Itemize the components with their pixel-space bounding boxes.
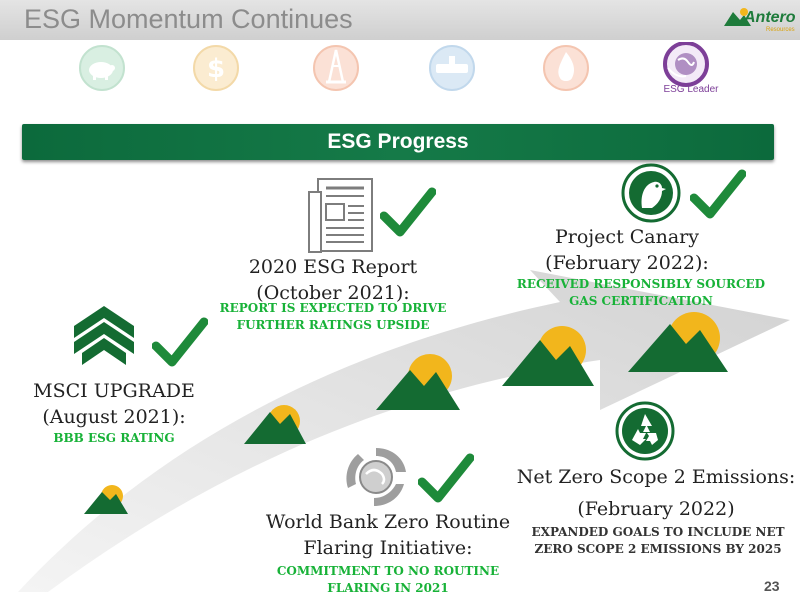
recycle-icon <box>615 401 675 461</box>
esg-report-title: 2020 ESG Report (October 2021): <box>230 254 436 306</box>
page-title: ESG Momentum Continues <box>24 4 353 34</box>
oil-rig-icon <box>313 45 359 91</box>
chevron-arrows-icon <box>74 306 134 365</box>
progress-arrow-graphic <box>18 270 790 592</box>
canary-title-line1: Project Canary <box>554 226 699 248</box>
pipeline-icon <box>429 45 475 91</box>
esg-report-detail-line1: REPORT IS EXPECTED TO DRIVE <box>219 301 447 315</box>
net-zero-detail-line2: ZERO SCOPE 2 EMISSIONS BY 2025 <box>534 542 782 556</box>
world-bank-detail-line1: COMMITMENT TO NO ROUTINE <box>276 564 500 578</box>
newspaper-icon <box>308 178 373 253</box>
world-bank-title-line1: World Bank Zero Routine <box>265 511 511 533</box>
flame-icon <box>543 45 589 91</box>
net-zero-title-line2: (February 2022) <box>577 498 735 520</box>
esg-report-title-line2: (October 2021): <box>256 282 410 304</box>
checkmark-icon-world-bank <box>418 453 474 503</box>
canary-detail-line2: GAS CERTIFICATION <box>569 294 713 308</box>
logo-name: Antero <box>744 9 796 26</box>
esg-report-detail: REPORT IS EXPECTED TO DRIVE FURTHER RATI… <box>200 300 466 334</box>
header-band <box>0 0 800 40</box>
canary-title-line2: (February 2022): <box>545 252 709 274</box>
recycle-globe-icon <box>346 448 406 506</box>
mountain-sun-icon-1 <box>84 485 128 514</box>
world-bank-title: World Bank Zero Routine Flaring Initiati… <box>250 509 526 561</box>
esg-report-detail-line2: FURTHER RATINGS UPSIDE <box>236 318 430 332</box>
mountain-sun-icon-5 <box>628 312 728 372</box>
esg-leader-label: ESG Leader <box>663 84 719 95</box>
mountain-sun-icon-4 <box>502 326 594 386</box>
mountain-sun-icon-2 <box>244 405 306 444</box>
svg-text:$: $ <box>207 54 225 84</box>
world-bank-title-line2: Flaring Initiative: <box>303 537 473 559</box>
page-number: 23 <box>764 578 780 594</box>
msci-detail: BBB ESG RATING <box>53 431 175 445</box>
canary-detail-line1: RECEIVED RESPONSIBLY SOURCED <box>516 277 766 291</box>
icon-strip: $ <box>0 40 800 100</box>
msci-title-line1: MSCI UPGRADE <box>33 380 195 402</box>
msci-title: MSCI UPGRADE (August 2021): <box>14 378 214 430</box>
canary-bird-icon <box>621 163 681 223</box>
canary-title: Project Canary (February 2022): <box>534 224 720 276</box>
checkmark-icon-msci <box>152 317 208 367</box>
world-bank-detail: COMMITMENT TO NO ROUTINE FLARING IN 2021 <box>252 563 524 597</box>
canary-detail: RECEIVED RESPONSIBLY SOURCED GAS CERTIFI… <box>506 276 776 310</box>
esg-progress-banner: ESG Progress <box>22 124 774 160</box>
msci-title-line2: (August 2021): <box>42 406 186 428</box>
mountain-sun-icon-3 <box>376 354 460 410</box>
net-zero-detail: EXPANDED GOALS TO INCLUDE NET ZERO SCOPE… <box>522 524 794 558</box>
checkmark-icon-canary <box>690 169 746 219</box>
esg-report-title-line1: 2020 ESG Report <box>248 256 418 278</box>
antero-logo-icon <box>724 8 751 26</box>
world-bank-detail-line2: FLARING IN 2021 <box>327 581 449 595</box>
globe-icon[interactable] <box>658 42 714 92</box>
banner-title: ESG Progress <box>327 130 469 153</box>
net-zero-title-line1: Net Zero Scope 2 Emissions: <box>516 466 796 488</box>
net-zero-title: Net Zero Scope 2 Emissions: (February 20… <box>514 464 798 522</box>
dollar-icon: $ <box>193 45 239 91</box>
piggy-bank-icon <box>79 45 125 91</box>
checkmark-icon-report <box>380 187 436 237</box>
net-zero-detail-line1: EXPANDED GOALS TO INCLUDE NET <box>531 525 785 539</box>
logo-sub: Resources <box>766 27 795 33</box>
